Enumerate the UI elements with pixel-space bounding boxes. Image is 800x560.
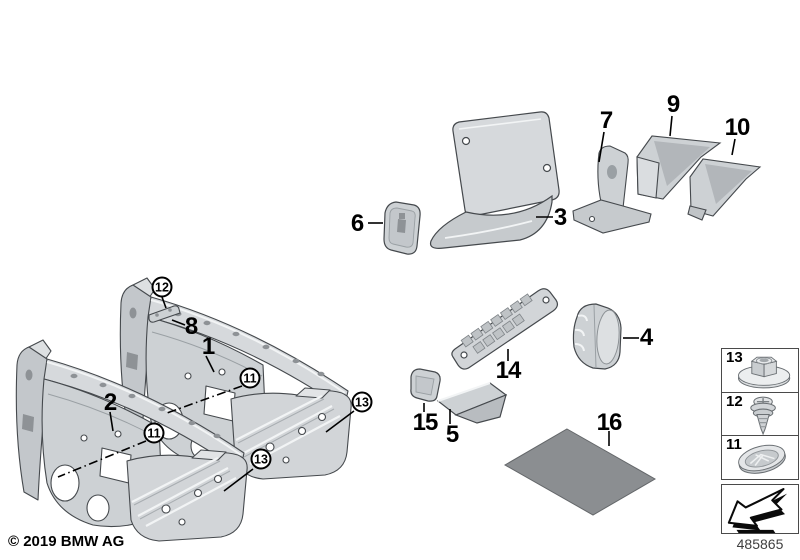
leader-part-1 bbox=[205, 355, 215, 373]
part-14-sound-insulation-panel bbox=[451, 288, 559, 370]
callout-fastener-11-left[interactable]: 11 bbox=[143, 422, 165, 444]
leader-part-7 bbox=[598, 131, 605, 163]
legend-item-11-label: 11 bbox=[726, 436, 742, 453]
legend-item-13-label: 13 bbox=[726, 349, 743, 366]
leader-fastener-13-right bbox=[325, 410, 355, 433]
callout-part-4[interactable]: 4 bbox=[639, 324, 653, 351]
leader-fastener-11-right bbox=[166, 385, 243, 414]
callout-fastener-13-left[interactable]: 13 bbox=[250, 448, 272, 470]
callout-part-3[interactable]: 3 bbox=[553, 204, 567, 231]
fastener-legend: 13 12 11 bbox=[721, 348, 799, 552]
part-5-sound-insulation bbox=[436, 382, 508, 424]
copyright-text: © 2019 BMW AG bbox=[8, 533, 125, 550]
legend-item-12[interactable]: 12 bbox=[721, 391, 799, 437]
flange-nut-icon bbox=[737, 356, 791, 389]
leader-fastener-11-left bbox=[57, 440, 147, 478]
part-15-sound-insulation-pad bbox=[410, 368, 441, 402]
leader-part-2 bbox=[109, 411, 114, 432]
callout-part-10[interactable]: 10 bbox=[724, 114, 751, 141]
callout-fastener-13-right[interactable]: 13 bbox=[351, 391, 373, 413]
legend-item-11[interactable]: 11 bbox=[721, 435, 799, 480]
callout-part-16[interactable]: 16 bbox=[596, 409, 623, 436]
callout-part-9[interactable]: 9 bbox=[666, 91, 680, 118]
part-3-sound-insulation-bracket bbox=[429, 111, 560, 249]
leader-part-9 bbox=[669, 115, 673, 137]
callout-part-1[interactable]: 1 bbox=[201, 333, 215, 360]
part-6-sound-insulation-pad bbox=[383, 201, 421, 255]
legend-item-13[interactable]: 13 bbox=[721, 348, 799, 393]
callout-part-6[interactable]: 6 bbox=[350, 210, 364, 237]
part-10-sound-insulation-wedge bbox=[687, 158, 762, 221]
callout-fastener-12[interactable]: 12 bbox=[151, 276, 173, 298]
callout-part-2[interactable]: 2 bbox=[103, 389, 117, 416]
leader-fastener-13-left bbox=[223, 468, 254, 492]
callout-part-7[interactable]: 7 bbox=[599, 107, 613, 134]
direction-arrow-icon bbox=[727, 488, 788, 533]
part-16-insulation-sheet bbox=[503, 428, 657, 516]
leader-part-12 bbox=[161, 296, 167, 309]
leader-part-8 bbox=[171, 319, 186, 326]
part-9-sound-insulation-wedge bbox=[636, 135, 722, 200]
part-4-sound-insulation-cap bbox=[572, 303, 622, 370]
expansion-rivet-icon bbox=[750, 396, 776, 435]
legend-direction-box bbox=[721, 484, 799, 534]
callout-part-5[interactable]: 5 bbox=[445, 421, 459, 448]
callout-part-15[interactable]: 15 bbox=[412, 409, 439, 436]
callout-part-8[interactable]: 8 bbox=[184, 313, 198, 340]
legend-item-12-label: 12 bbox=[726, 392, 743, 410]
leader-lines bbox=[57, 115, 736, 492]
callout-part-14[interactable]: 14 bbox=[495, 357, 522, 384]
callout-fastener-11-right[interactable]: 11 bbox=[239, 367, 261, 389]
leader-part-10 bbox=[731, 138, 736, 156]
diagram-number: 485865 bbox=[736, 536, 784, 552]
part-8-insulation-strip bbox=[148, 305, 181, 323]
clip-grommet-icon bbox=[738, 444, 786, 474]
part-7-sound-insulation bbox=[572, 145, 652, 234]
